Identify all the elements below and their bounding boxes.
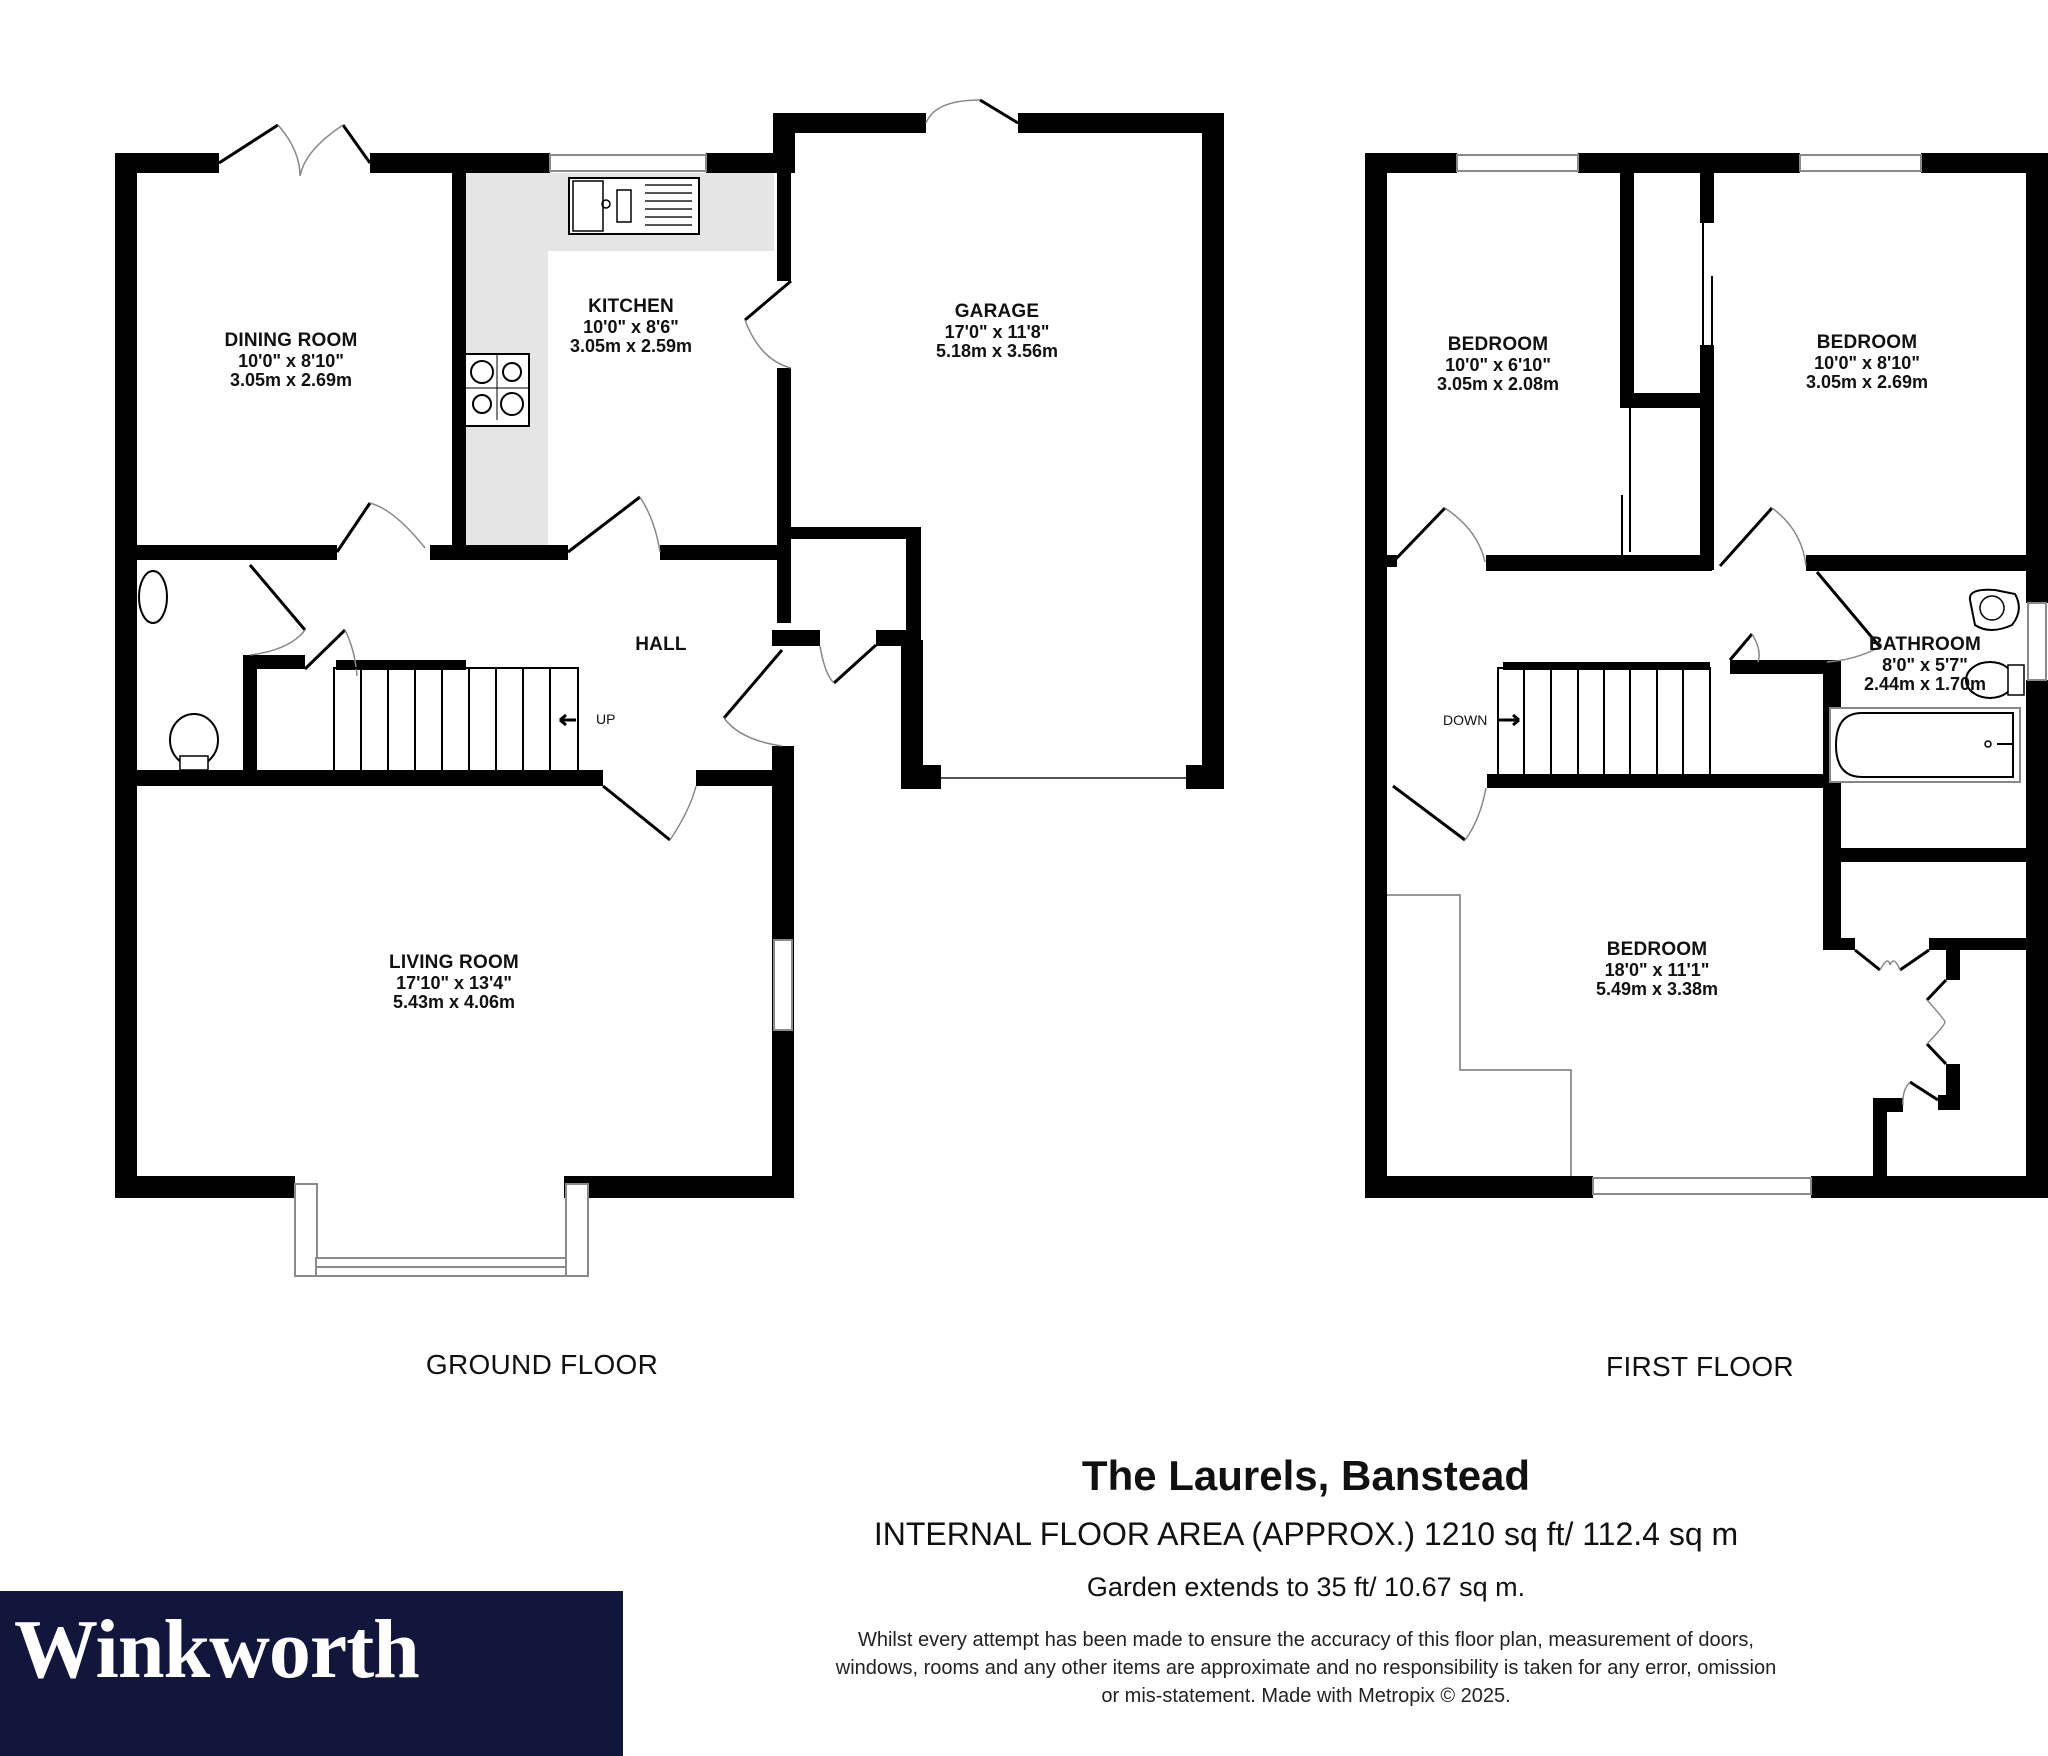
room-name: LIVING ROOM bbox=[389, 952, 519, 973]
room-name: BATHROOM bbox=[1868, 634, 1982, 655]
stair-up-label: UP bbox=[596, 711, 616, 727]
room-label-dining: DINING ROOM 10'0" x 8'10" 3.05m x 2.69m bbox=[224, 330, 358, 390]
room-label-living: LIVING ROOM 17'10" x 13'4" 5.43m x 4.06m bbox=[389, 952, 519, 1012]
room-dimensions-metric: 5.49m x 3.38m bbox=[1595, 978, 1719, 999]
bathroom-window bbox=[2027, 602, 2047, 681]
kitchen-hob bbox=[464, 353, 530, 427]
wc-basin bbox=[138, 570, 168, 624]
brand-logo-text: Winkworth bbox=[14, 1603, 420, 1696]
room-dimensions-imperial: 10'0" x 8'10" bbox=[1814, 352, 1920, 373]
living-side-window bbox=[773, 939, 793, 1031]
room-name: GARAGE bbox=[954, 301, 1040, 322]
room-dimensions-metric: 3.05m x 2.69m bbox=[229, 369, 353, 390]
room-label-bedroom-2: BEDROOM 10'0" x 6'10" 3.05m x 2.08m bbox=[1436, 334, 1560, 394]
room-label-kitchen: KITCHEN 10'0" x 8'6" 3.05m x 2.59m bbox=[569, 296, 693, 356]
room-dimensions-imperial: 10'0" x 8'10" bbox=[238, 350, 344, 371]
room-name: BEDROOM bbox=[1606, 939, 1708, 960]
internal-floor-area: INTERNAL FLOOR AREA (APPROX.) 1210 sq ft… bbox=[873, 1516, 1739, 1552]
room-label-bathroom: BATHROOM 8'0" x 5'7" 2.44m x 1.70m bbox=[1863, 634, 1987, 694]
disclaimer-text: Whilst every attempt has been made to en… bbox=[835, 1629, 1777, 1707]
kitchen-window bbox=[549, 154, 707, 172]
room-label-bedroom-3: BEDROOM 10'0" x 8'10" 3.05m x 2.69m bbox=[1805, 332, 1929, 392]
room-dimensions-metric: 3.05m x 2.08m bbox=[1436, 373, 1560, 394]
bedroom1-window bbox=[1592, 1177, 1812, 1195]
room-label-garage: GARAGE 17'0" x 11'8" 5.18m x 3.56m bbox=[935, 301, 1059, 361]
room-dimensions-metric: 3.05m x 2.59m bbox=[569, 335, 693, 356]
room-dimensions-imperial: 18'0" x 11'1" bbox=[1604, 959, 1710, 980]
room-dimensions-metric: 5.18m x 3.56m bbox=[935, 340, 1059, 361]
bedroom2-window bbox=[1456, 154, 1579, 172]
bathroom-bath bbox=[1829, 707, 2021, 783]
room-name: BEDROOM bbox=[1447, 334, 1549, 355]
stair-down-label: DOWN bbox=[1443, 712, 1488, 728]
room-name: KITCHEN bbox=[588, 296, 674, 317]
bedroom3-window bbox=[1799, 154, 1922, 172]
room-dimensions-metric: 3.05m x 2.69m bbox=[1805, 371, 1929, 392]
ground-floor-title: GROUND FLOOR bbox=[425, 1349, 659, 1380]
bathroom-toilet bbox=[1965, 661, 2025, 699]
ground-floor-plan bbox=[115, 98, 1224, 1277]
room-dimensions-imperial: 10'0" x 8'6" bbox=[583, 316, 679, 337]
built-in-outline bbox=[1387, 894, 1572, 1176]
room-label-bedroom-1: BEDROOM 18'0" x 11'1" 5.49m x 3.38m bbox=[1595, 939, 1719, 999]
room-dimensions-metric: 2.44m x 1.70m bbox=[1863, 673, 1987, 694]
room-dimensions-imperial: 17'10" x 13'4" bbox=[396, 972, 512, 993]
first-floor-plan bbox=[1365, 153, 2048, 1198]
room-dimensions-imperial: 8'0" x 5'7" bbox=[1882, 654, 1968, 675]
stair-down-arrow-icon bbox=[1498, 713, 1520, 727]
room-name: HALL bbox=[635, 634, 687, 655]
room-dimensions-imperial: 17'0" x 11'8" bbox=[944, 321, 1050, 342]
room-dimensions-metric: 5.43m x 4.06m bbox=[392, 991, 516, 1012]
garden-size: Garden extends to 35 ft/ 10.67 sq m. bbox=[1086, 1572, 1526, 1602]
first-staircase bbox=[1497, 662, 1711, 777]
room-dimensions-imperial: 10'0" x 6'10" bbox=[1445, 354, 1551, 375]
kitchen-sink bbox=[568, 177, 700, 235]
first-floor-title: FIRST FLOOR bbox=[1606, 1351, 1794, 1382]
bay-window bbox=[294, 1183, 589, 1277]
bathroom-basin bbox=[1968, 588, 2020, 631]
room-name: BEDROOM bbox=[1816, 332, 1918, 353]
property-title: The Laurels, Banstead bbox=[1081, 1452, 1531, 1499]
room-label-hall: HALL bbox=[635, 634, 687, 656]
ground-staircase bbox=[333, 667, 579, 773]
wc-toilet bbox=[169, 713, 219, 771]
room-name: DINING ROOM bbox=[224, 330, 358, 351]
brand-logo-block: Winkworth bbox=[0, 1591, 623, 1756]
stair-up-arrow-icon bbox=[559, 713, 576, 727]
